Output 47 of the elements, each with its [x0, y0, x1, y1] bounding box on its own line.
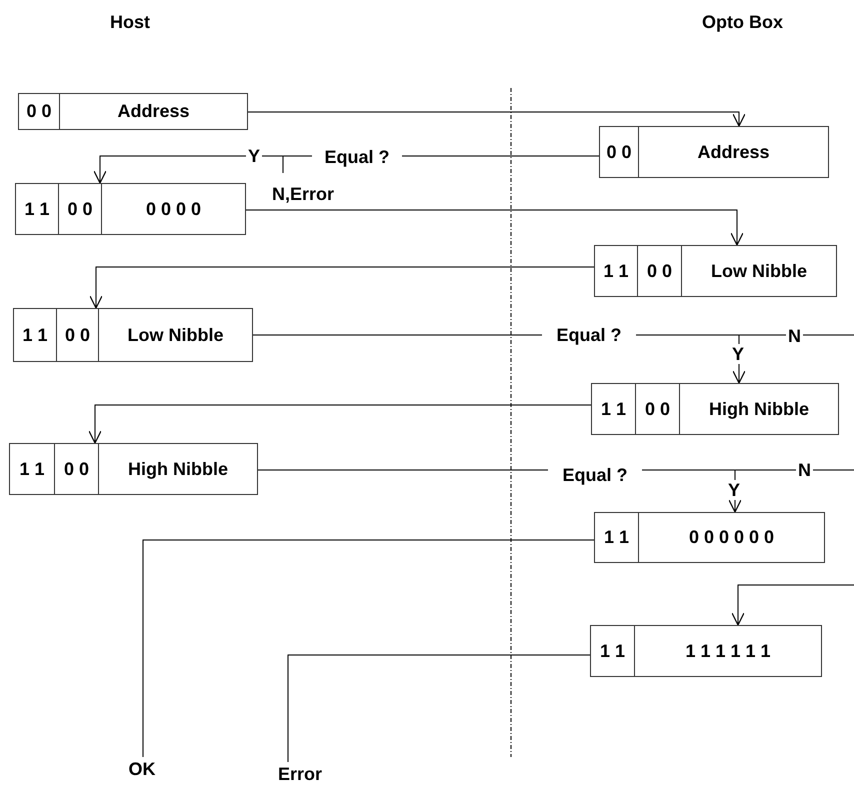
edge-label: N,Error: [271, 184, 336, 204]
edge-label: Y: [726, 480, 742, 500]
arrow: [248, 112, 746, 127]
frame-field: 0 0: [635, 384, 679, 434]
packet-frame: [594, 245, 837, 297]
frame-field: 1 1: [591, 626, 634, 676]
edge-label: Y: [730, 344, 746, 364]
packet-frame: [18, 93, 248, 130]
frame-field: 1 1: [595, 246, 637, 296]
frame-field: 0 0 0 0: [101, 184, 245, 234]
connector-line: [252, 334, 542, 336]
connector-line: [142, 540, 594, 758]
frame-field: 0 0: [58, 184, 101, 234]
packet-frame: [13, 308, 253, 362]
frame-field: 0 0: [637, 246, 681, 296]
packet-frame: [590, 625, 822, 677]
arrow: [88, 404, 592, 444]
frame-field: 0 0: [19, 94, 59, 129]
connector-line: [288, 654, 590, 762]
column-heading: Host: [110, 12, 150, 33]
packet-frame: [591, 383, 839, 435]
column-heading: Opto Box: [702, 12, 783, 33]
frame-field: 0 0 0 0 0 0: [638, 513, 824, 562]
connector-line: [282, 156, 312, 174]
packet-frame: [15, 183, 246, 235]
frame-field: Address: [638, 127, 828, 177]
arrow: [246, 210, 744, 246]
frame-field: 1 1: [10, 444, 54, 494]
frame-field: High Nibble: [98, 444, 257, 494]
frame-field: 1 1: [592, 384, 635, 434]
packet-frame: [9, 443, 258, 495]
frame-field: 0 0: [600, 127, 638, 177]
packet-frame: [599, 126, 829, 178]
frame-field: Low Nibble: [681, 246, 836, 296]
arrow: [89, 266, 594, 309]
frame-field: Address: [59, 94, 247, 129]
arrow: [731, 584, 854, 626]
frame-field: 0 0: [56, 309, 98, 361]
packet-frame: [594, 512, 825, 563]
frame-field: 1 1: [595, 513, 638, 562]
connector-line: [636, 334, 854, 336]
frame-field: 1 1 1 1 1 1: [634, 626, 821, 676]
frame-field: 1 1: [16, 184, 58, 234]
frame-field: Low Nibble: [98, 309, 252, 361]
frame-field: 1 1: [14, 309, 56, 361]
frame-field: High Nibble: [679, 384, 838, 434]
frame-field: 0 0: [54, 444, 98, 494]
